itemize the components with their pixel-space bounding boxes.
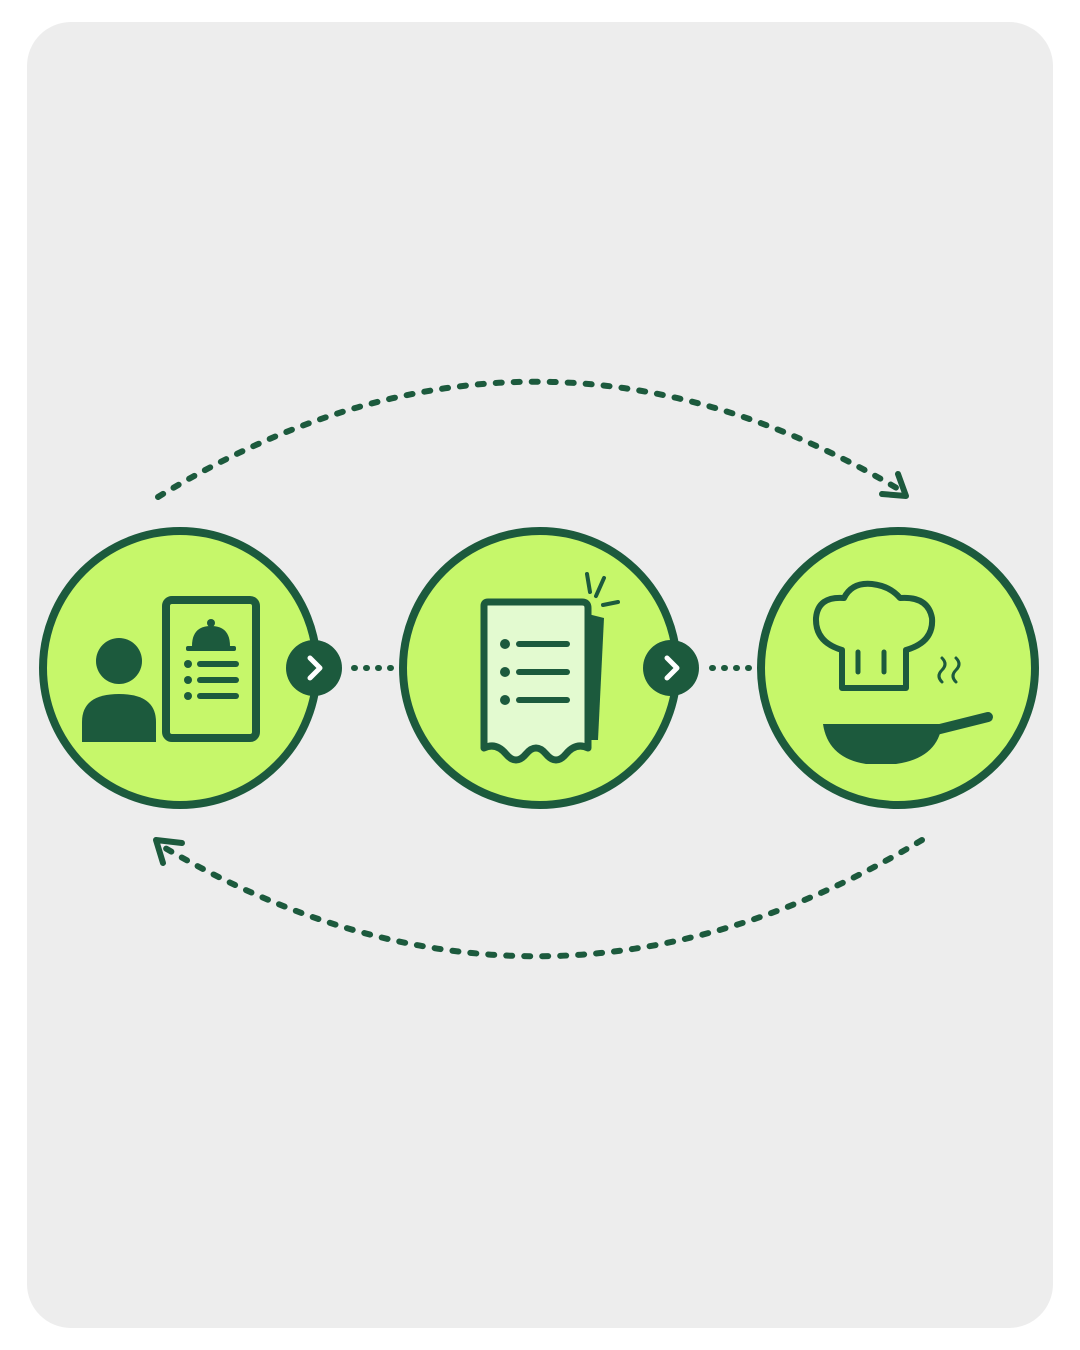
top-loop-arrow <box>155 378 909 500</box>
connector-1-2-chevron-badge <box>286 640 342 696</box>
chevron-right-icon <box>307 655 323 681</box>
order-receipt-icon <box>480 572 620 764</box>
sparkle-icon <box>585 572 620 607</box>
chef-hat-cooking-pan-icon <box>812 580 993 764</box>
bottom-loop-arrow <box>153 837 925 960</box>
connector-2-3-chevron-badge <box>643 640 699 696</box>
top-arrow-head-icon <box>879 471 909 499</box>
step-1-circle <box>39 527 321 809</box>
step-2-circle <box>399 527 681 809</box>
steam-icon <box>937 656 961 684</box>
step-3-circle <box>757 527 1039 809</box>
bottom-arrow-head-icon <box>153 837 185 866</box>
chevron-right-icon <box>664 655 680 681</box>
customer-menu-tablet-icon <box>82 596 260 742</box>
